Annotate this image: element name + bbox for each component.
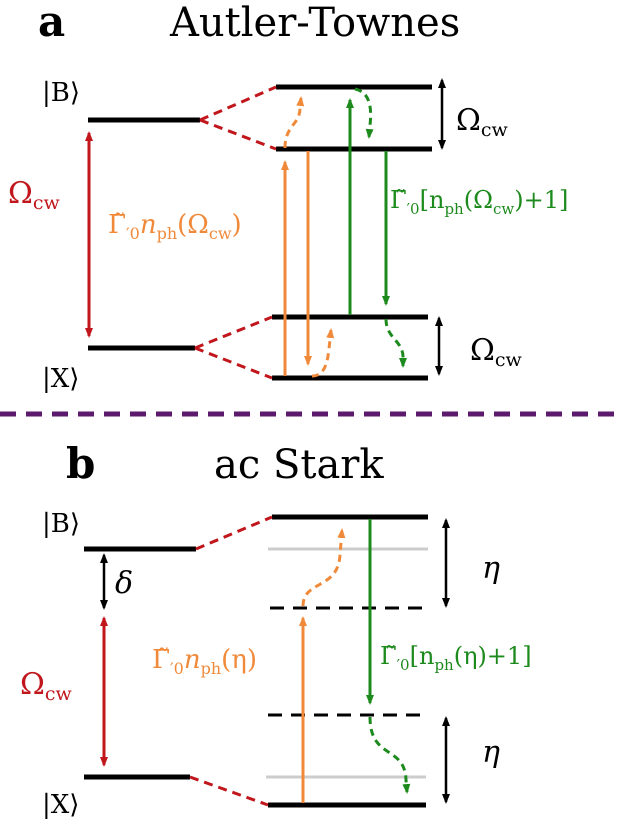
panel-a-absorb-label: Γ̃′0nph(Ωcw) xyxy=(108,210,242,243)
panel-a-absorb-decay-top xyxy=(283,96,305,149)
panel-b-letter: b xyxy=(66,439,95,488)
panel-b-absorb-decay xyxy=(301,528,346,607)
panel-a-letter: a xyxy=(38,0,65,46)
panel-b-rabi-label: Ωcw xyxy=(20,667,73,705)
panel-a-ket-b: |B⟩ xyxy=(42,78,80,108)
panel-b-emit-decay xyxy=(368,716,411,794)
panel-a-split-x-connector xyxy=(194,315,273,380)
panel-b-eta-bottom-label: η xyxy=(482,735,500,770)
panel-b-eta-top-label: η xyxy=(482,551,500,586)
panel-b-ket-b: |B⟩ xyxy=(42,509,80,539)
panel-a-absorb-decay-bottom xyxy=(311,328,335,378)
panel-a: a Autler-Townes |B⟩ |X⟩ Ωcw Γ̃′0nph(Ωcw)… xyxy=(8,0,568,394)
panel-b-title: ac Stark xyxy=(214,442,384,488)
panel-a-emit-decay-bottom xyxy=(384,318,407,368)
panel-b-connector-b xyxy=(195,515,273,551)
panel-b-connector-x xyxy=(189,775,269,807)
panel-b: b ac Stark |B⟩ |X⟩ δ Ωcw Γ̃′0nph(η) Γ xyxy=(20,439,532,819)
panel-a-emit-decay-top xyxy=(354,87,374,139)
panel-a-split-bottom-label: Ωcw xyxy=(470,333,523,371)
panel-a-emit-label: Γ̃′0[nph(Ωcw)+1] xyxy=(390,186,568,218)
panel-a-rabi-label: Ωcw xyxy=(8,176,61,214)
panel-a-title: Autler-Townes xyxy=(169,0,460,46)
panel-a-ket-x: |X⟩ xyxy=(42,364,79,394)
panel-b-emit-label: Γ̃′0[nph(η)+1] xyxy=(380,642,532,674)
panel-b-absorb-label: Γ̃′0nph(η) xyxy=(152,645,257,678)
panel-a-split-top-label: Ωcw xyxy=(456,103,509,141)
panel-a-split-b-connector xyxy=(199,85,277,151)
panel-b-delta-label: δ xyxy=(115,566,133,601)
panel-b-ket-x: |X⟩ xyxy=(42,790,79,819)
